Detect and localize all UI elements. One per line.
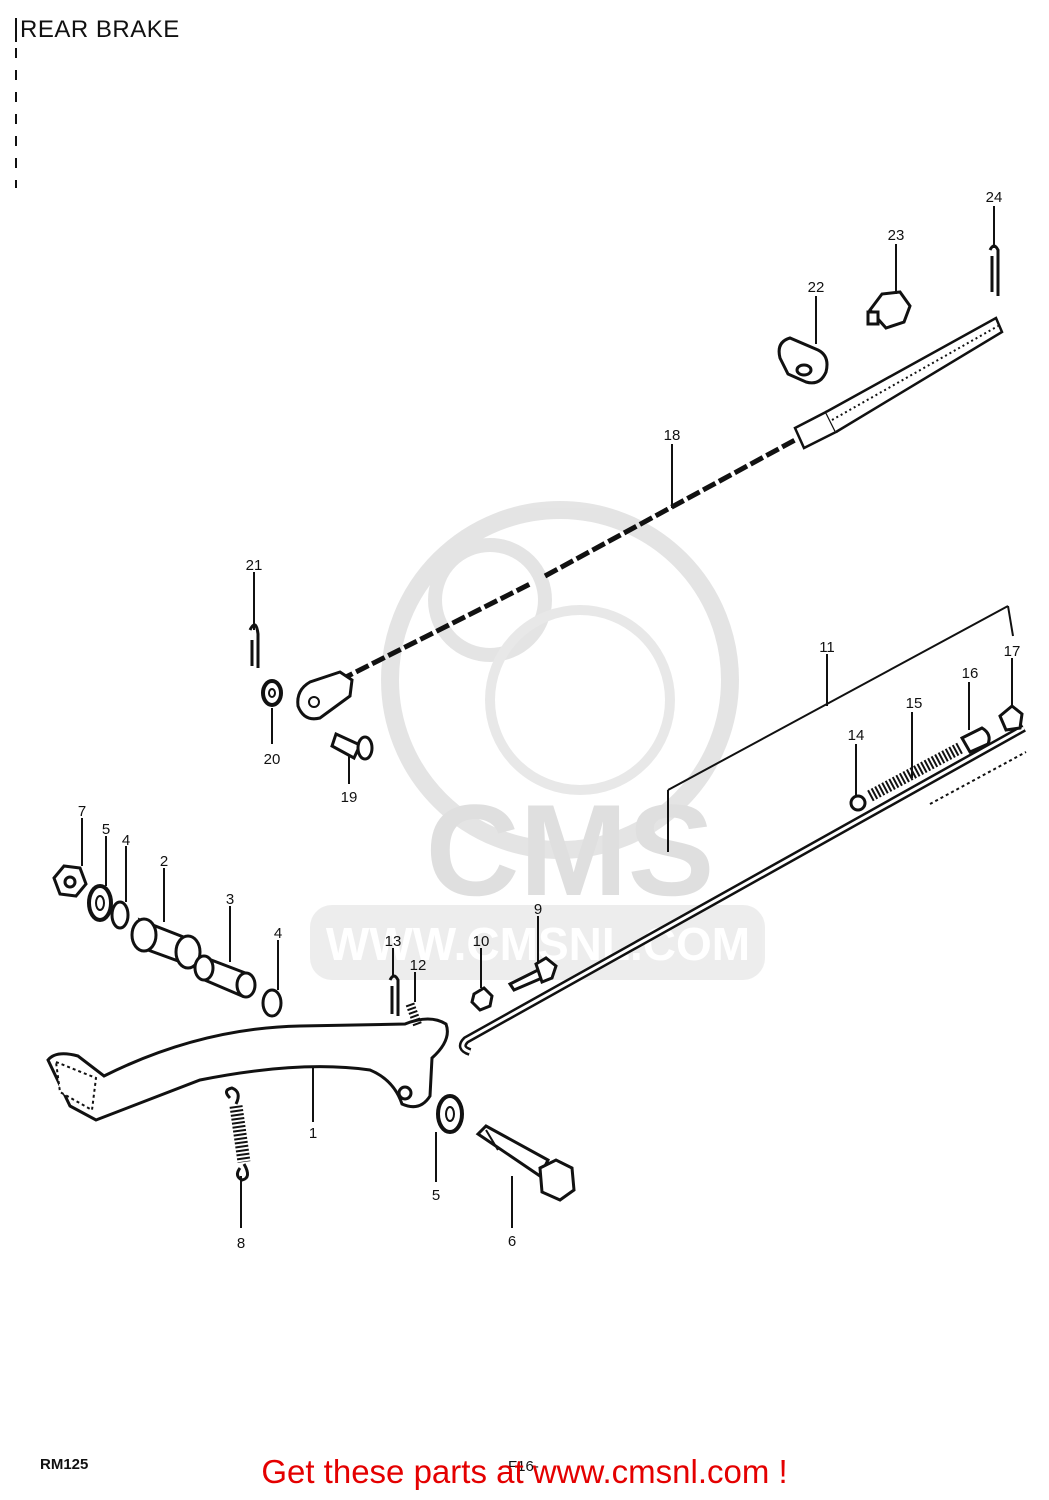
part-6-pivot-bolt xyxy=(475,1124,576,1202)
callout-19: 19 xyxy=(341,789,358,806)
callout-16: 16 xyxy=(962,665,979,682)
part-19-pin xyxy=(330,731,374,761)
callout-11: 11 xyxy=(819,639,835,656)
callout-7: 7 xyxy=(78,803,86,820)
title-marker xyxy=(15,18,17,42)
callout-2: 2 xyxy=(160,853,168,870)
part-5-washer-upper xyxy=(87,884,113,922)
part-5-washer-lower xyxy=(436,1094,464,1134)
margin-marks xyxy=(15,48,17,188)
callout-6: 6 xyxy=(508,1233,516,1250)
callout-numbers: 1 2 3 4 4 5 5 6 7 8 9 10 11 12 13 14 15 … xyxy=(78,189,1021,1252)
part-23-adjust-nut xyxy=(866,290,912,330)
callout-1: 1 xyxy=(309,1125,317,1142)
leader-lines xyxy=(81,206,1013,1228)
callout-13: 13 xyxy=(385,933,402,950)
callout-23: 23 xyxy=(888,227,905,244)
callout-24: 24 xyxy=(986,189,1003,206)
callout-22: 22 xyxy=(808,279,825,296)
callout-14: 14 xyxy=(848,727,865,744)
callout-5-upper: 5 xyxy=(102,821,110,838)
callout-5-lower: 5 xyxy=(432,1187,440,1204)
part-11-brake-rod xyxy=(458,724,1027,1056)
watermark-brand: CMS xyxy=(426,777,715,923)
part-9-bolt xyxy=(507,956,558,992)
part-21-cotter-pin xyxy=(248,623,260,668)
part-24-cotter-pin xyxy=(988,244,1000,296)
callout-9: 9 xyxy=(534,901,542,918)
part-10-nut xyxy=(470,986,494,1012)
callout-4-right: 4 xyxy=(274,925,282,942)
callout-4-left: 4 xyxy=(122,832,130,849)
footer-link[interactable]: Get these parts at www.cmsnl.com ! xyxy=(261,1453,788,1490)
callout-3: 3 xyxy=(226,891,234,908)
part-1-brake-pedal xyxy=(46,1017,449,1122)
part-11-group-bracket xyxy=(667,605,1014,852)
part-4-o-ring-left xyxy=(110,900,130,930)
part-16-joint xyxy=(959,726,991,754)
callout-15: 15 xyxy=(906,695,923,712)
part-22-joint xyxy=(777,336,829,385)
part-17-adjust-nut xyxy=(998,704,1024,732)
part-14-rod-end xyxy=(849,794,867,812)
page-title: REAR BRAKE xyxy=(20,16,180,43)
callout-21: 21 xyxy=(246,557,263,574)
part-13-cotter-pin xyxy=(388,974,400,1016)
callout-17: 17 xyxy=(1004,643,1021,660)
diagram-code: F16- xyxy=(508,1458,539,1475)
model-code: RM125 xyxy=(40,1456,89,1473)
callout-8: 8 xyxy=(237,1235,245,1252)
callout-12: 12 xyxy=(410,957,427,974)
part-3-spacer xyxy=(193,954,257,999)
part-18-brake-cable xyxy=(296,316,1004,721)
callout-20: 20 xyxy=(264,751,281,768)
callout-18: 18 xyxy=(664,427,681,444)
part-2-bushing xyxy=(130,917,202,970)
part-4-o-ring-right xyxy=(261,988,283,1018)
part-8-return-spring xyxy=(225,1086,251,1182)
callout-10: 10 xyxy=(473,933,490,950)
part-15-spring xyxy=(867,742,963,802)
part-7-nut xyxy=(52,864,88,898)
part-20-washer xyxy=(261,679,283,707)
